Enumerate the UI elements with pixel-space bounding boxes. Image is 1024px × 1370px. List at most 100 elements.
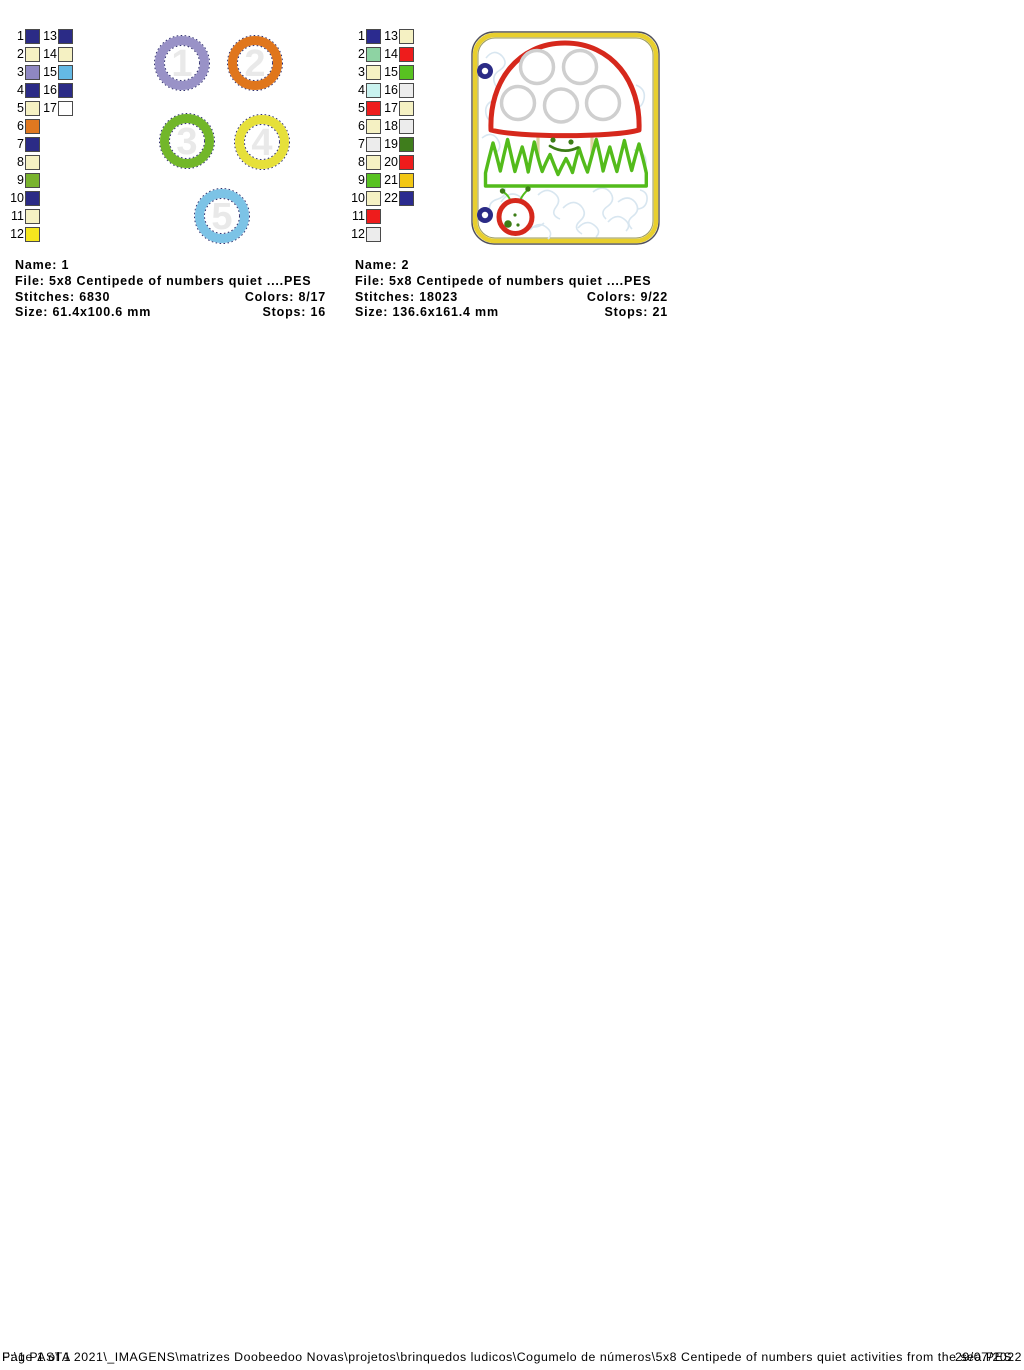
number-circle-3: 3 bbox=[159, 113, 215, 169]
design-file: File: 5x8 Centipede of numbers quiet ...… bbox=[355, 273, 652, 288]
design-name: Name: 1 bbox=[15, 258, 70, 272]
palette-row: 10 22 bbox=[341, 189, 414, 207]
right-eye bbox=[568, 139, 574, 145]
palette-swatch bbox=[25, 172, 40, 188]
number-circle-2: 2 bbox=[227, 35, 283, 91]
cap-spot-circles bbox=[499, 48, 622, 124]
ladybug-dot-2 bbox=[516, 223, 520, 227]
palette-number: 17 bbox=[384, 101, 398, 115]
palette-number: 13 bbox=[384, 29, 398, 43]
footer-page-number: Page 1 of 1 bbox=[2, 1350, 71, 1364]
palette-swatch bbox=[25, 154, 40, 170]
palette-number: 22 bbox=[384, 191, 398, 205]
palette-swatch bbox=[58, 28, 73, 44]
palette-number: 2 bbox=[358, 47, 365, 61]
palette-row: 9 bbox=[0, 171, 40, 189]
palette-swatch bbox=[366, 208, 381, 224]
palette-number: 4 bbox=[17, 83, 24, 97]
palette-number: 3 bbox=[17, 65, 24, 79]
palette-swatch bbox=[25, 226, 40, 242]
palette-number: 21 bbox=[384, 173, 398, 187]
number-circle-1: 1 bbox=[154, 35, 210, 91]
palette-row: 4 16 bbox=[0, 81, 73, 99]
palette-number: 20 bbox=[384, 155, 398, 169]
palette-swatch bbox=[25, 64, 40, 80]
grass bbox=[483, 137, 648, 188]
palette-swatch bbox=[399, 64, 414, 80]
antenna-tip-left bbox=[499, 188, 506, 194]
eyelet-bottom-hole bbox=[481, 211, 489, 219]
palette-number: 11 bbox=[11, 209, 24, 223]
ladybug-dot-1 bbox=[513, 213, 517, 217]
antenna-tip-right bbox=[525, 186, 531, 192]
palette-swatch bbox=[399, 28, 414, 44]
palette-swatch bbox=[366, 154, 381, 170]
palette-swatch bbox=[366, 226, 381, 242]
footer-date: 29/07/2022 bbox=[954, 1350, 1022, 1364]
palette-swatch bbox=[399, 82, 414, 98]
palette-number: 4 bbox=[358, 83, 365, 97]
palette-swatch bbox=[25, 46, 40, 62]
palette-number: 8 bbox=[17, 155, 24, 169]
palette-number: 9 bbox=[17, 173, 24, 187]
design-stops: Stops: 21 bbox=[604, 305, 668, 320]
palette-swatch bbox=[366, 28, 381, 44]
footer-file-path: F:\1 PASTA 2021\_IMAGENS\matrizes Doobee… bbox=[2, 1350, 1013, 1364]
palette-swatch bbox=[399, 100, 414, 116]
palette-swatch bbox=[25, 136, 40, 152]
number-circle-5: 5 bbox=[194, 188, 250, 244]
palette-number: 11 bbox=[352, 209, 365, 223]
palette-number: 5 bbox=[17, 101, 24, 115]
palette-number: 12 bbox=[351, 227, 365, 241]
palette-swatch bbox=[58, 82, 73, 98]
palette-swatch bbox=[399, 154, 414, 170]
circle-number-text: 2 bbox=[244, 43, 265, 85]
palette-number: 17 bbox=[43, 101, 57, 115]
palette-swatch bbox=[399, 190, 414, 206]
card-inner-outline bbox=[477, 37, 654, 239]
palette-swatch bbox=[366, 118, 381, 134]
palette-swatch bbox=[366, 46, 381, 62]
palette-swatch bbox=[399, 46, 414, 62]
palette-number: 3 bbox=[358, 65, 365, 79]
palette-swatch bbox=[366, 100, 381, 116]
palette-swatch bbox=[399, 136, 414, 152]
palette-swatch bbox=[25, 82, 40, 98]
smile bbox=[548, 144, 580, 152]
palette-row: 12 bbox=[341, 225, 381, 243]
mushroom-cap bbox=[488, 40, 642, 139]
design-1-info: Name: 1 File: 5x8 Centipede of numbers q… bbox=[15, 258, 326, 321]
palette-swatch bbox=[25, 100, 40, 116]
palette-swatch bbox=[58, 46, 73, 62]
palette-row: 2 14 bbox=[341, 45, 414, 63]
palette-number: 13 bbox=[43, 29, 57, 43]
palette-swatch bbox=[366, 190, 381, 206]
palette-number: 10 bbox=[351, 191, 365, 205]
palette-number: 14 bbox=[384, 47, 398, 61]
palette-row: 11 bbox=[0, 207, 40, 225]
circle-number-text: 5 bbox=[211, 196, 232, 238]
left-eye bbox=[550, 137, 556, 143]
palette-swatch bbox=[25, 118, 40, 134]
palette-swatch bbox=[58, 100, 73, 116]
mushroom-face bbox=[548, 137, 580, 152]
palette-row: 11 bbox=[341, 207, 381, 225]
card-yellow-border bbox=[472, 32, 659, 244]
design-file: File: 5x8 Centipede of numbers quiet ...… bbox=[15, 273, 312, 288]
palette-row: 5 17 bbox=[0, 99, 73, 117]
palette-number: 10 bbox=[10, 191, 24, 205]
eyelet-top-hole bbox=[481, 67, 489, 75]
palette-swatch bbox=[399, 172, 414, 188]
palette-number: 1 bbox=[358, 29, 365, 43]
palette-number: 16 bbox=[43, 83, 57, 97]
number-circle-4: 4 bbox=[234, 114, 290, 170]
